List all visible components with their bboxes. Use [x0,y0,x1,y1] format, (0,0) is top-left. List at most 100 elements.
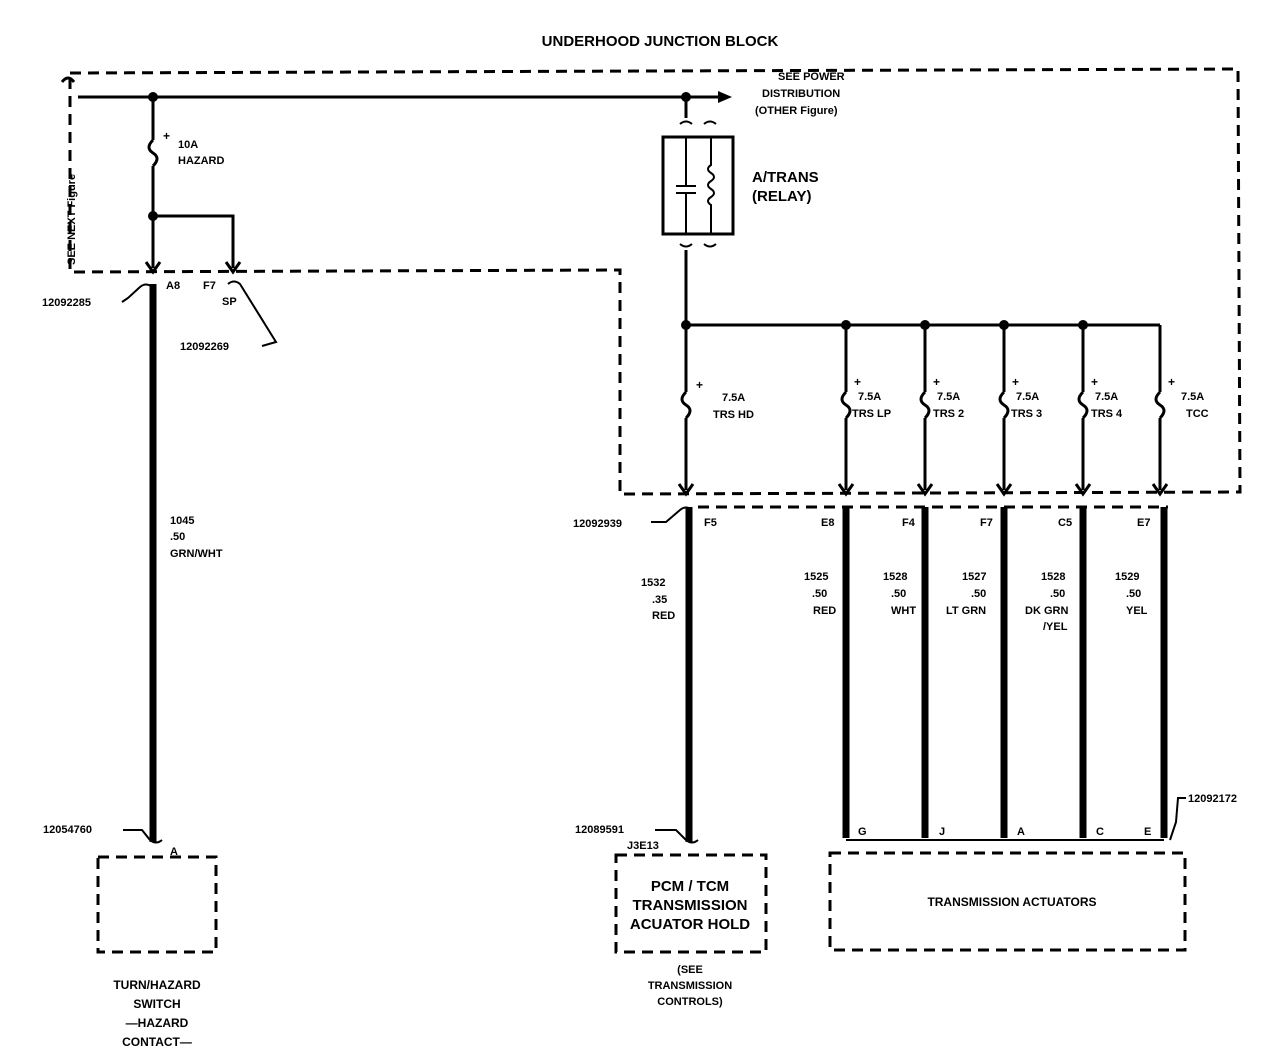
switch-line2: SWITCH [133,997,180,1011]
conn-left-top: 12092285 [42,297,91,309]
fuse-trs-2: + 7.5A TRS 2 [916,325,964,497]
conn-act: 12092172 [1188,793,1237,805]
fuse-trs-lp-rating: 7.5A [858,391,881,403]
act-pin-j: J [939,826,945,838]
wire-1045-color: GRN/WHT [170,548,223,560]
conn-left-top-tick [121,283,153,303]
wire-1525-circuit: 1525 [804,571,828,583]
act-pin-c: C [1096,826,1104,838]
see-power-line1: SEE POWER [778,71,845,83]
wire-1532-circuit: 1532 [641,577,665,589]
switch-line4: CONTACT— [122,1035,192,1049]
pin-e7: E7 [1137,517,1150,529]
wire-1525-gauge: .50 [812,588,827,600]
conn-sp-pin: F7 [203,280,216,292]
pcm-see-line3: CONTROLS) [657,996,723,1008]
svg-text:+: + [696,378,703,392]
relay-top-connectors [679,120,717,125]
pcm-see-line2: TRANSMISSION [648,980,732,992]
relay-label-line2: (RELAY) [752,188,811,205]
fuse-trs-hd-rating: 7.5A [722,392,745,404]
hazard-fuse-name: HAZARD [178,155,224,167]
pcm-line1: PCM / TCM [651,878,729,895]
svg-text:+: + [933,375,940,389]
wire-1528-circuit: 1528 [883,571,907,583]
wire-1525-color: RED [813,605,836,617]
conn-sp-line [227,280,278,347]
wire-1045-gauge: .50 [170,531,185,543]
pcm-tcm-box [614,853,768,954]
power-arrow [718,91,732,103]
fuse-tcc: + 7.5A TCC [1151,325,1209,497]
fuse-trs-hd-name: TRS HD [713,409,754,421]
wire-1045-circuit: 1045 [170,515,194,527]
fuse-trs-hd: + 7.5A TRS HD [677,325,754,497]
svg-text:+: + [1168,375,1175,389]
wire-1528b-circuit: 1528 [1041,571,1065,583]
svg-text:+: + [854,375,861,389]
fuse-trs-3-rating: 7.5A [1016,391,1039,403]
fuse-trs-4-name: TRS 4 [1091,408,1123,420]
pcm-line2: TRANSMISSION [632,897,747,914]
sp-branch-wire [153,214,235,268]
switch-line1: TURN/HAZARD [113,978,201,992]
fuse-trs-4-rating: 7.5A [1095,391,1118,403]
conn-pcm: 12089591 [575,824,624,836]
fuse-trs-lp-name: TRS LP [852,408,891,420]
switch-line3: —HAZARD [126,1016,189,1030]
a8-arrow [144,261,162,275]
wire-1529-gauge: .50 [1126,588,1141,600]
svg-text:+: + [1012,375,1019,389]
fuse-trs-3: + 7.5A TRS 3 [995,325,1042,497]
wire-1528b-gauge: .50 [1050,588,1065,600]
wire-1532-gauge: .35 [652,594,667,606]
conn-left-bottom: 12054760 [43,824,92,836]
relay-contacts [676,137,696,234]
see-next-figure: SEE NEXT Figure [66,174,78,265]
see-power-line2: DISTRIBUTION [762,88,840,100]
conn-sp-label: SP [222,296,237,308]
turn-hazard-switch-box [96,855,218,954]
pin-f4: F4 [902,517,916,529]
relay-output-wire [684,250,1160,327]
sp-arrow [224,261,242,275]
fuse-trs-2-rating: 7.5A [937,391,960,403]
fuse-trs-lp: + 7.5A TRS LP [837,325,891,497]
pin-c5: C5 [1058,517,1072,529]
fuse-trs-2-name: TRS 2 [933,408,964,420]
pin-f5: F5 [704,517,717,529]
conn-left-bottom-tick [123,829,163,844]
pin-e8: E8 [821,517,834,529]
wire-1527-circuit: 1527 [962,571,986,583]
relay-coil [707,137,715,234]
pcm-line3: ACUATOR HOLD [630,916,750,933]
hazard-fuse-plus: + [163,129,170,143]
conn-left-top-pin: A8 [166,280,180,292]
act-pin-e: E [1144,826,1151,838]
fuse-trs-3-name: TRS 3 [1011,408,1042,420]
act-pin-g: G [858,826,867,838]
conn-sp-number: 12092269 [180,341,229,353]
hazard-fuse-rating: 10A [178,139,198,151]
conn-left-bottom-pin: A [170,846,178,858]
wire-1528-color: WHT [891,605,916,617]
wire-1529-circuit: 1529 [1115,571,1139,583]
conn-pcm-tick [655,829,699,844]
fuse-tcc-name: TCC [1186,408,1209,420]
fuse-tcc-rating: 7.5A [1181,391,1204,403]
act-pin-a: A [1017,826,1025,838]
wire-1528b-color: DK GRN [1025,605,1068,617]
relay-bottom-connectors [679,243,717,248]
relay-box [661,135,735,236]
wire-1528-gauge: .50 [891,588,906,600]
junction-block-outline [68,67,1242,496]
conn-mid-top: 12092939 [573,518,622,530]
power-bus [60,76,720,99]
transmission-actuators-label: TRANSMISSION ACTUATORS [927,895,1096,909]
wire-1528b-color2: /YEL [1043,621,1068,633]
wire-1529-color: YEL [1126,605,1148,617]
wire-1527-color: LT GRN [946,605,986,617]
svg-text:+: + [1091,375,1098,389]
transmission-actuators-box [828,851,1187,952]
